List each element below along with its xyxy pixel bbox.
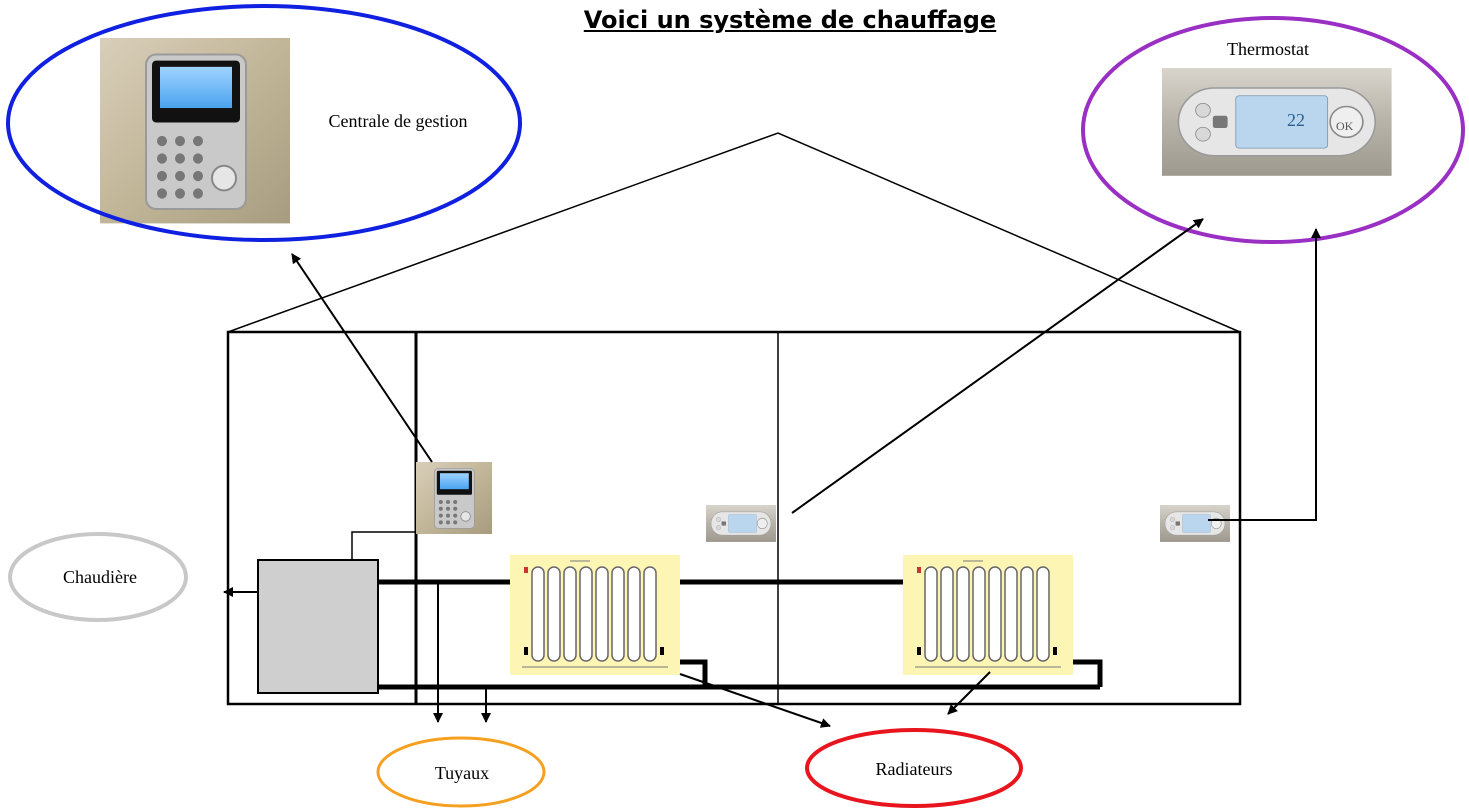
label-chaudiere: Chaudière bbox=[63, 567, 137, 587]
boiler bbox=[257, 559, 379, 694]
label-centrale-text: Centrale de gestion bbox=[328, 111, 468, 131]
label-tuyaux: Tuyaux bbox=[434, 763, 490, 783]
boiler-wire bbox=[351, 531, 416, 560]
label-centrale: Centrale de gestion bbox=[318, 108, 478, 134]
centrale-device-small bbox=[415, 461, 493, 535]
thermostat-device-room1 bbox=[705, 504, 777, 543]
thermostat-device-large bbox=[1161, 67, 1393, 177]
label-radiateurs: Radiateurs bbox=[875, 759, 953, 779]
chaudiere-ellipse bbox=[8, 532, 188, 622]
radiator-2 bbox=[902, 554, 1074, 676]
centrale-ellipse bbox=[6, 4, 522, 242]
house-outline bbox=[226, 330, 1242, 706]
label-thermostat: Thermostat bbox=[1227, 39, 1309, 59]
centrale-device-large bbox=[98, 36, 292, 225]
tuyaux-ellipse bbox=[376, 736, 546, 808]
thermostat-ok-button: OK bbox=[1336, 119, 1354, 133]
radiateurs-ellipse bbox=[805, 728, 1023, 808]
roof-outline bbox=[227, 132, 1241, 333]
thermostat-ellipse bbox=[1081, 16, 1465, 244]
thermostat-temperature: 22 bbox=[1287, 110, 1305, 130]
thermostat-device-room2 bbox=[1159, 504, 1231, 543]
page-title: Voici un système de chauffage bbox=[583, 6, 997, 34]
radiator-1 bbox=[509, 554, 681, 676]
arrows bbox=[223, 218, 1321, 728]
